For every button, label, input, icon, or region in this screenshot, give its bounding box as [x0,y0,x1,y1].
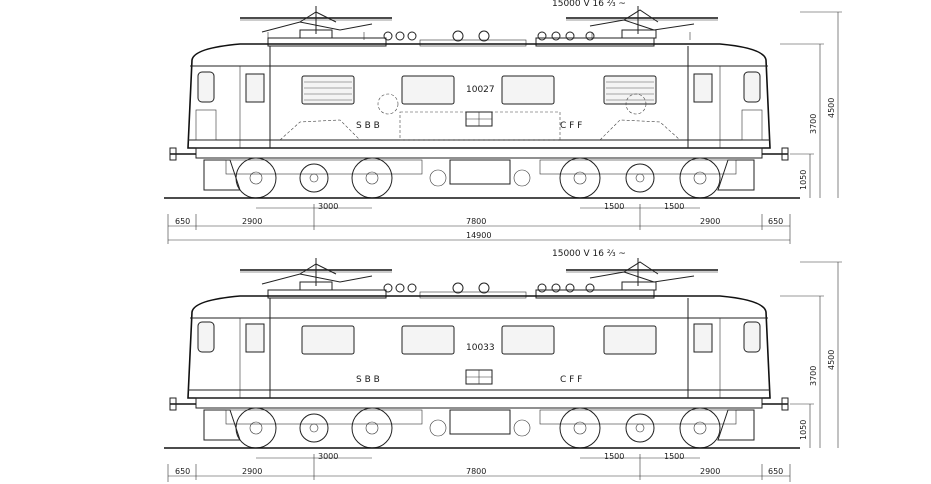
upper-dim-center: 7800 [466,217,486,226]
upper-dim-total: 14900 [466,231,491,240]
lower-height-dimensions: 4500 3700 1050 [780,261,842,448]
upper-roof-equipment [267,30,655,47]
upper-bogie-left [225,157,423,199]
lower-view: 15000 V 16 ⅔ ~ [164,249,842,482]
lower-dim-overhang-left: 650 [175,467,190,476]
upper-dim-pivot-right: 2900 [700,217,720,226]
upper-dim-height-buffer: 1050 [799,170,808,190]
lower-dim-overhang-right: 650 [768,467,783,476]
upper-pantograph-right [566,6,718,40]
upper-dim-overhang-left: 650 [175,217,190,226]
lower-dim-pivot-right: 2900 [700,467,720,476]
upper-dim-pivot-left: 2900 [242,217,262,226]
lower-body: 10033 S B B C F F [187,295,771,399]
lower-dim-height-body: 3700 [809,366,818,386]
upper-cff-lettering: C F F [560,121,582,131]
upper-body: 10027 S B B C F F [187,43,771,149]
upper-dim-overhang-right: 650 [768,217,783,226]
upper-dim-height-body: 3700 [809,114,818,134]
upper-dim-axle-right-a: 1500 [604,202,624,211]
lower-dim-pivot-left: 2900 [242,467,262,476]
lower-underframe [169,397,789,441]
upper-bogie-right [539,157,737,199]
lower-roof-equipment [267,282,655,299]
upper-loco-number: 10027 [466,85,495,95]
lower-voltage-label: 15000 V 16 ⅔ ~ [552,249,626,259]
lower-bogie-right [539,407,737,449]
upper-pantograph-left [240,6,392,40]
upper-view: 15000 V 16 ⅔ ~ [164,0,842,244]
lower-loco-number: 10033 [466,343,495,353]
lower-cff-lettering: C F F [560,375,582,385]
upper-sbb-lettering: S B B [356,121,380,131]
lower-bogie-left [225,407,423,449]
lower-dimension-chain: 650 2900 3000 7800 1500 1500 2900 650 [167,452,791,482]
lower-dim-axle-right-b: 1500 [664,452,684,461]
lower-sbb-lettering: S B B [356,375,380,385]
upper-dim-height-total: 4500 [827,98,836,118]
upper-dim-axle-left: 3000 [318,202,338,211]
upper-dimension-chain: 650 2900 3000 7800 1500 1500 2900 650 14… [167,202,791,244]
lower-dim-axle-left: 3000 [318,452,338,461]
upper-underframe [169,147,789,191]
upper-voltage-label: 15000 V 16 ⅔ ~ [552,0,626,9]
upper-dim-axle-right-b: 1500 [664,202,684,211]
upper-height-dimensions: 4500 3700 1050 [780,11,842,198]
lower-dim-axle-right-a: 1500 [604,452,624,461]
lower-pantograph-right [566,258,718,291]
lower-dim-center: 7800 [466,467,486,476]
lower-dim-height-buffer: 1050 [799,420,808,440]
lower-dim-height-total: 4500 [827,350,836,370]
lower-center-wheels [429,419,531,437]
upper-center-wheels [429,169,531,187]
lower-pantograph-left [240,258,392,291]
